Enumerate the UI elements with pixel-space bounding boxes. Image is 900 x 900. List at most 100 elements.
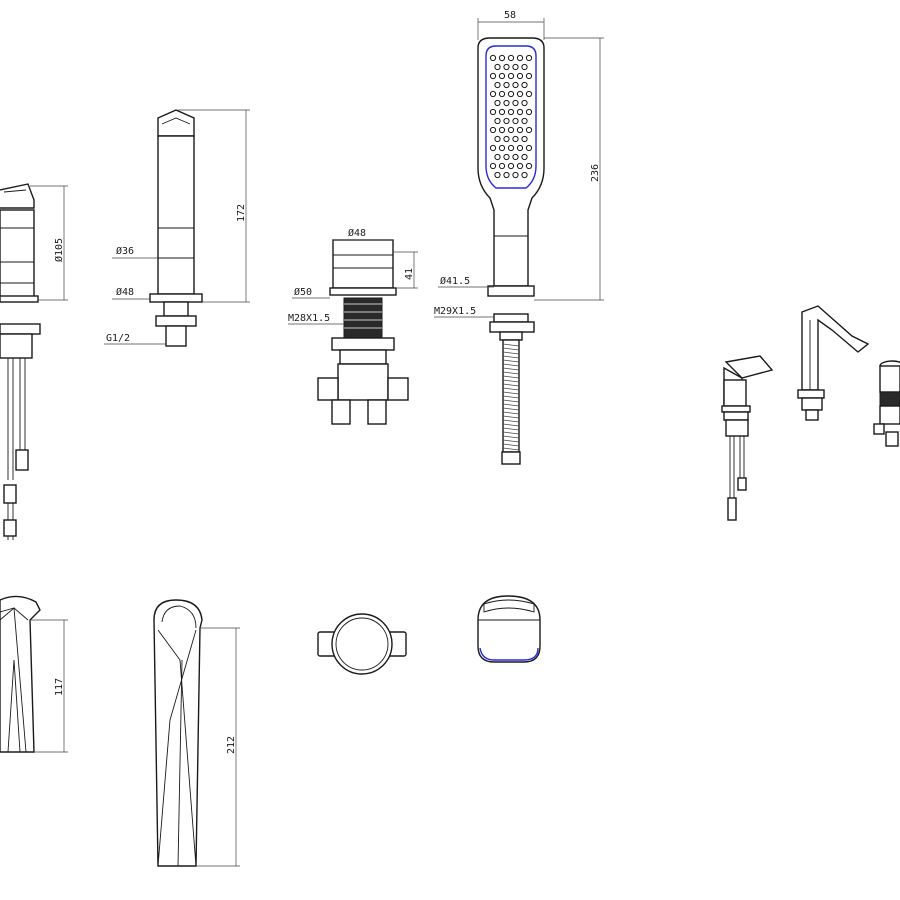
spray-nozzle — [503, 117, 510, 125]
spout-height-label: 172 — [236, 204, 247, 222]
spray-nozzle — [512, 81, 519, 89]
spray-nozzle — [521, 99, 528, 107]
hose-rib — [502, 375, 520, 379]
spray-nozzle — [516, 144, 524, 152]
hose-rib — [502, 427, 520, 431]
hose-rib — [502, 371, 520, 375]
spray-nozzle — [498, 144, 506, 152]
spray-nozzle — [489, 162, 497, 170]
spray-nozzle — [507, 162, 515, 170]
thread-lines — [344, 303, 382, 329]
perspective-view — [721, 305, 900, 521]
spray-nozzle — [516, 108, 524, 116]
spray-nozzle — [494, 153, 501, 161]
spray-nozzle — [525, 144, 533, 152]
handshower-top-view — [477, 595, 541, 663]
spray-nozzle — [498, 90, 506, 98]
hose-rib — [502, 435, 520, 439]
spray-nozzle — [525, 90, 533, 98]
handshower-front-view: 58 236 Ø41.5 M29X1.5 — [434, 10, 604, 465]
spray-nozzle — [507, 54, 515, 62]
spray-nozzle — [512, 99, 519, 107]
mixer-front-view: Ø105 — [0, 183, 68, 540]
hose-rib — [502, 423, 520, 427]
spray-nozzle — [516, 162, 524, 170]
diverter-base-diameter-label: Ø50 — [294, 286, 312, 298]
spray-nozzle — [494, 81, 501, 89]
spout-front-view: Ø36 Ø48 G1/2 172 — [104, 109, 250, 347]
spout-base-diameter-label: Ø48 — [116, 286, 134, 298]
hose-rib — [502, 351, 520, 355]
spray-nozzle — [521, 81, 528, 89]
hose-rib — [502, 447, 520, 451]
hose-rib — [502, 391, 520, 395]
spray-nozzle — [521, 171, 528, 179]
spray-nozzle — [525, 72, 533, 80]
spray-nozzle — [498, 72, 506, 80]
spout-top-depth-label: 212 — [226, 736, 237, 754]
spray-nozzle — [521, 153, 528, 161]
spray-nozzle — [503, 153, 510, 161]
spray-nozzle — [498, 54, 506, 62]
spray-nozzle — [494, 171, 501, 179]
hose-rib — [502, 403, 520, 407]
hose-rib — [502, 367, 520, 371]
handshower-height-label: 236 — [590, 164, 601, 182]
spray-nozzle — [525, 126, 533, 134]
hose-rib — [502, 439, 520, 443]
spray-nozzle — [525, 108, 533, 116]
spray-nozzle — [507, 126, 515, 134]
hose-rib — [502, 363, 520, 367]
spray-nozzle — [512, 171, 519, 179]
spray-nozzle — [489, 72, 497, 80]
hose-rib — [502, 383, 520, 387]
spray-nozzle — [489, 126, 497, 134]
spray-nozzle — [512, 135, 519, 143]
spray-nozzle — [489, 54, 497, 62]
spray-nozzle — [507, 144, 515, 152]
handshower-width-label: 58 — [504, 10, 516, 21]
spray-nozzle — [503, 81, 510, 89]
spray-nozzle — [498, 108, 506, 116]
hose-rib — [502, 415, 520, 419]
hose-ribs — [502, 343, 520, 451]
hose-rib — [502, 399, 520, 403]
hose-rib — [502, 419, 520, 423]
hose-rib — [502, 355, 520, 359]
spout-diameter-label: Ø36 — [116, 245, 134, 257]
spray-nozzle — [507, 72, 515, 80]
mixer-height-label: Ø105 — [53, 238, 65, 262]
hose-rib — [502, 379, 520, 383]
mixer-top-depth-label: 117 — [54, 678, 65, 696]
spray-nozzle — [525, 162, 533, 170]
spray-nozzle — [516, 126, 524, 134]
spray-nozzle — [503, 171, 510, 179]
spray-nozzle — [503, 135, 510, 143]
spray-nozzle — [498, 126, 506, 134]
spray-nozzle — [512, 117, 519, 125]
spray-nozzle — [521, 63, 528, 71]
spray-nozzle — [489, 144, 497, 152]
spray-nozzle — [516, 72, 524, 80]
spout-thread-label: G1/2 — [106, 333, 130, 344]
spray-nozzle — [489, 90, 497, 98]
diverter-thread-label: M28X1.5 — [288, 313, 330, 324]
hose-rib — [502, 387, 520, 391]
spray-nozzle — [521, 135, 528, 143]
spray-nozzle — [525, 54, 533, 62]
spray-nozzle — [498, 162, 506, 170]
handshower-base-diameter-label: Ø41.5 — [440, 275, 470, 287]
spray-nozzle — [503, 63, 510, 71]
hose-rib — [502, 347, 520, 351]
handshower-thread-label: M29X1.5 — [434, 306, 476, 317]
spray-nozzle — [503, 99, 510, 107]
spray-nozzle — [507, 90, 515, 98]
spray-nozzle — [489, 108, 497, 116]
spray-nozzle — [494, 117, 501, 125]
mixer-top-view: 117 — [0, 595, 68, 753]
diverter-top-view — [317, 613, 407, 675]
hose-rib — [502, 431, 520, 435]
spray-nozzle — [494, 99, 501, 107]
diverter-diameter-label: Ø48 — [348, 227, 366, 239]
spout-top-view: 212 — [153, 599, 240, 867]
